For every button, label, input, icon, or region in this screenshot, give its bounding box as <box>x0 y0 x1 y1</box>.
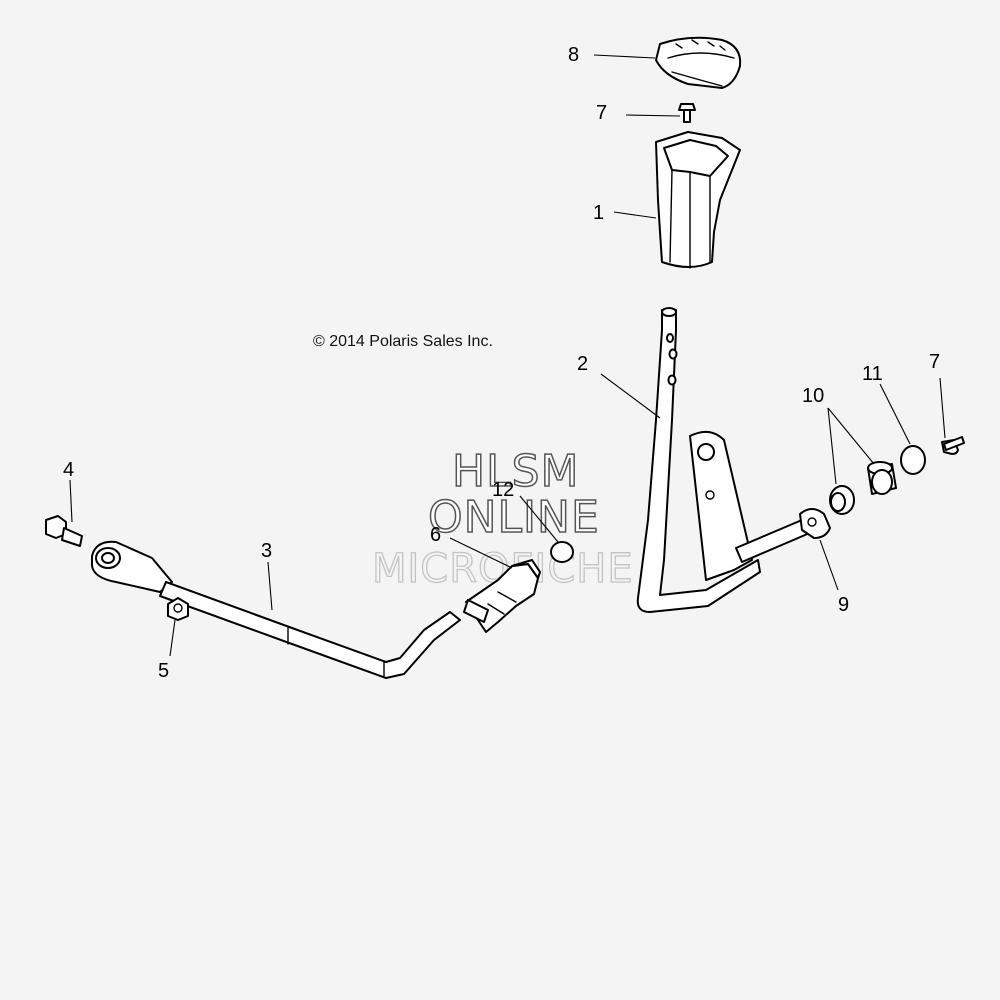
leader-1 <box>613 211 657 219</box>
callout-6: 6 <box>430 524 441 546</box>
callout-10: 10 <box>802 385 824 407</box>
leader-11 <box>879 383 911 445</box>
leader-3 <box>267 561 273 611</box>
leader-lines <box>69 54 946 657</box>
part-12-washer[interactable] <box>550 541 574 563</box>
callout-7-upper: 7 <box>596 102 607 124</box>
part-7-bolt-right[interactable] <box>941 436 965 455</box>
part-6-cable-end[interactable] <box>463 559 541 633</box>
part-2-shift-lever[interactable] <box>636 307 813 613</box>
part-5-nut[interactable] <box>167 597 189 621</box>
callout-5: 5 <box>158 660 169 682</box>
callout-11: 11 <box>862 363 883 385</box>
callout-labels: 8 7 1 2 10 11 7 9 4 5 3 6 12 <box>63 44 940 682</box>
part-9-washer[interactable] <box>799 508 831 539</box>
callout-7-right: 7 <box>929 351 940 373</box>
leader-6 <box>449 537 513 569</box>
callout-12: 12 <box>492 479 514 501</box>
leader-10-a <box>827 407 837 485</box>
callout-1: 1 <box>593 202 604 224</box>
part-10-bushing-b[interactable] <box>867 461 897 495</box>
copyright-notice: © 2014 Polaris Sales Inc. <box>313 333 493 350</box>
leader-12 <box>519 495 559 543</box>
part-1-shift-knob[interactable] <box>655 131 741 269</box>
callout-2: 2 <box>577 353 588 375</box>
leader-9 <box>819 539 839 591</box>
part-4-bolt[interactable] <box>45 515 83 547</box>
leader-4 <box>69 479 73 523</box>
leader-7-right <box>939 377 946 439</box>
callout-8: 8 <box>568 44 579 66</box>
part-3-linkage-rod[interactable] <box>91 540 461 679</box>
callout-9: 9 <box>838 594 849 616</box>
watermark-line-2: ONLINE <box>428 492 600 543</box>
callout-4: 4 <box>63 459 74 481</box>
leader-7-upper <box>625 114 681 117</box>
part-10-bushing-a[interactable] <box>829 485 855 515</box>
leader-2 <box>600 373 661 419</box>
callout-3: 3 <box>261 540 272 562</box>
leader-5 <box>169 619 176 657</box>
watermark-line-1: HLSM <box>452 446 580 497</box>
part-7-screw-upper[interactable] <box>678 103 696 123</box>
leader-8 <box>593 54 656 59</box>
watermark-front: HLSM ONLINE <box>427 445 600 544</box>
part-11-flat-washer[interactable] <box>900 445 926 475</box>
leader-10-b <box>827 407 875 465</box>
part-8-knob-cap[interactable] <box>655 36 742 89</box>
